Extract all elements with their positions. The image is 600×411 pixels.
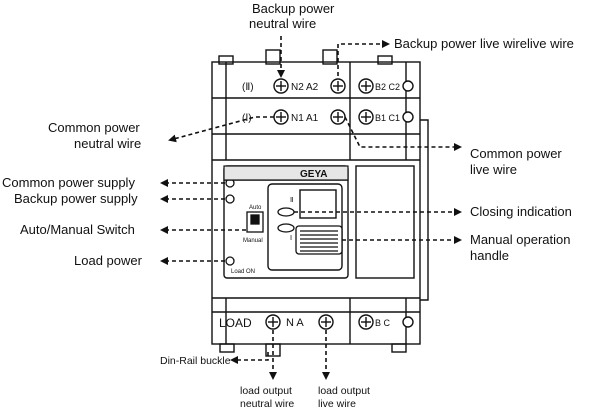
label-load-live-2: live wire [318,398,356,410]
row2-left-terminals: N2 A2 [291,82,319,93]
callout-labels: Backup power neutral wire Backup power l… [2,1,574,410]
label-common-live-1: Common power [470,146,562,161]
load-label: LOAD [219,316,252,330]
callout-lines [160,36,462,380]
label-common-neutral-2: neutral wire [74,136,141,151]
load-on-label: Load ON [231,269,255,275]
manual-handle-grip [300,230,338,252]
label-closing-indication: Closing indication [470,204,572,219]
front-panel-controls [225,178,343,266]
label-auto-manual: Auto/Manual Switch [20,222,135,237]
device-body [211,49,429,357]
auto-label: Auto [249,205,262,211]
label-common-supply: Common power supply [2,175,135,190]
label-common-neutral-1: Common power [48,120,140,135]
label-manual-handle-2: handle [470,248,509,263]
label-load-neutral-2: neutral wire [240,398,294,410]
label-backup-live: Backup power live wirelive wire [394,36,574,51]
brand-logo: GEYA [300,169,327,180]
label-load-neutral-1: load output [240,385,292,397]
row1-left-terminals: N1 A1 [291,113,319,124]
position-2-mark: Ⅱ [290,197,293,204]
label-load-power: Load power [74,253,143,268]
label-common-live-2: live wire [470,162,517,177]
load-right-terminals: B C [375,318,391,328]
label-backup-neutral-1: Backup power [252,1,335,16]
label-din-rail: Din-Rail buckle [160,355,231,367]
row1-mark: (Ⅰ) [242,113,252,124]
load-terminals: N A [286,317,304,329]
label-backup-supply: Backup power supply [14,191,138,206]
brand-strip [223,165,349,181]
row2-right-terminals: B2 C2 [375,82,400,92]
label-backup-neutral-2: neutral wire [249,16,316,31]
screw-slots [268,81,371,327]
row1-right-terminals: B1 C1 [375,113,400,123]
manual-label: Manual [243,238,263,244]
position-1-mark: Ⅰ [290,235,292,242]
label-manual-handle-1: Manual operation [470,232,570,247]
row2-mark: (Ⅱ) [242,82,254,93]
label-load-live-1: load output [318,385,370,397]
